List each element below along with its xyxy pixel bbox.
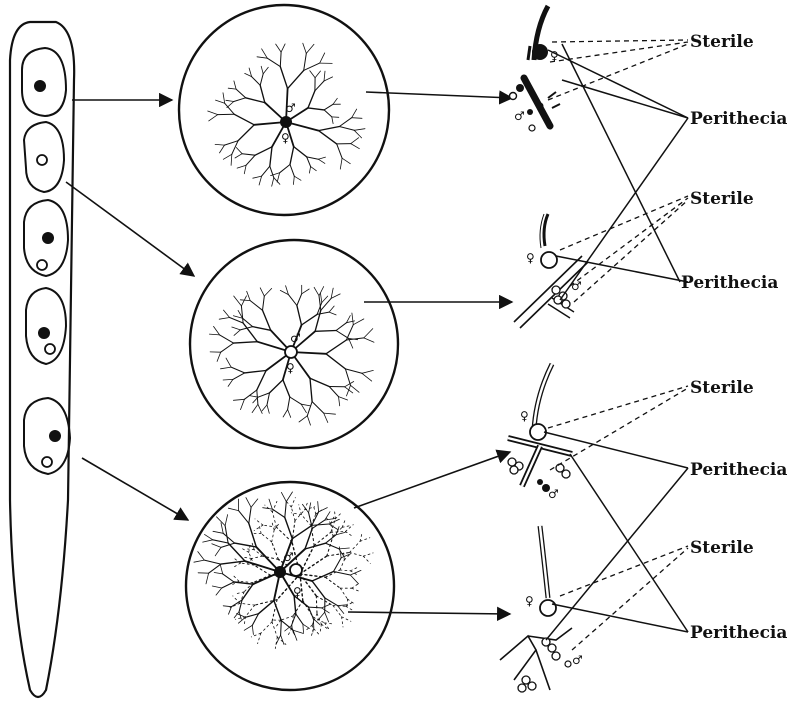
label-sterile-2: Sterile: [690, 189, 754, 209]
culture2-female-symbol: ♀: [286, 361, 295, 375]
ascus-arrows: [65, 92, 196, 521]
arrow-culture3-to-hypha3: [353, 449, 512, 509]
ascospores: [21, 46, 72, 476]
hypha1-male-symbol: ♂: [514, 109, 525, 123]
hypha-4: ♀ ♂: [499, 525, 583, 693]
label-perithecia-4: Perithecia: [690, 623, 787, 643]
culture3-female-symbol: ♀: [293, 585, 302, 599]
culture3-male-symbol: ♂: [283, 550, 294, 564]
hypha3-female-symbol: ♀: [520, 409, 529, 423]
black-nucleus: [38, 327, 50, 339]
culture2-white-nucleus: [284, 345, 298, 359]
hypha3-male-symbol: ♂: [548, 487, 559, 501]
arrow-spore2-to-culture2: [65, 181, 196, 277]
label-perithecia-1: Perithecia: [690, 109, 787, 129]
hypha2-female-symbol: ♀: [526, 251, 535, 265]
white-nucleus: [36, 154, 48, 166]
label-sterile-1: Sterile: [690, 32, 754, 52]
hypha-3: ♀ ♂: [507, 362, 573, 501]
arrow-culture3-to-hypha4: [347, 606, 512, 622]
ascus: [8, 20, 76, 699]
hypha4-male-symbol: ♂: [572, 653, 583, 667]
culture1-female-symbol: ♀: [281, 131, 290, 145]
sterile-connectors: [547, 39, 689, 651]
arrow-culture1-to-hypha1: [365, 90, 514, 105]
culture3-black-nucleus: [274, 566, 286, 578]
culture-plate-3: [184, 480, 396, 692]
ascospore-4: [25, 286, 68, 366]
culture1-black-nucleus: [280, 116, 292, 128]
black-nucleus: [49, 430, 61, 442]
label-sterile-4: Sterile: [690, 538, 754, 558]
white-nucleus: [44, 343, 56, 355]
black-nucleus: [34, 80, 46, 92]
culture2-male-symbol: ♂: [290, 331, 301, 345]
culture-arrows: [347, 90, 514, 622]
arrow-spore5-to-culture3: [81, 457, 190, 521]
label-sterile-3: Sterile: [690, 378, 754, 398]
hypha-1: ♀ ♂: [508, 4, 561, 132]
ascospore-5: [23, 396, 72, 476]
white-nucleus: [41, 456, 53, 468]
ascospore-1: [21, 46, 68, 118]
culture-plate-2: [188, 238, 400, 450]
label-perithecia-2: Perithecia: [681, 273, 778, 293]
ascospore-3: [23, 198, 70, 278]
hypha2-male-symbol: ♂: [571, 279, 582, 293]
hypha4-female-symbol: ♀: [525, 594, 534, 608]
labels: Sterile Perithecia Sterile Perithecia St…: [681, 32, 787, 643]
perithecia-connectors: [543, 43, 689, 641]
label-perithecia-3: Perithecia: [690, 460, 787, 480]
ascospore-2: [22, 120, 66, 194]
culture-plate-1: [177, 3, 391, 217]
culture1-male-symbol: ♂: [285, 101, 296, 115]
hypha1-female-symbol: ♀: [550, 49, 559, 63]
white-nucleus: [36, 259, 48, 271]
culture3-white-nucleus: [289, 563, 303, 577]
black-nucleus: [42, 232, 54, 244]
hypha-2: ♀ ♂: [513, 213, 589, 329]
